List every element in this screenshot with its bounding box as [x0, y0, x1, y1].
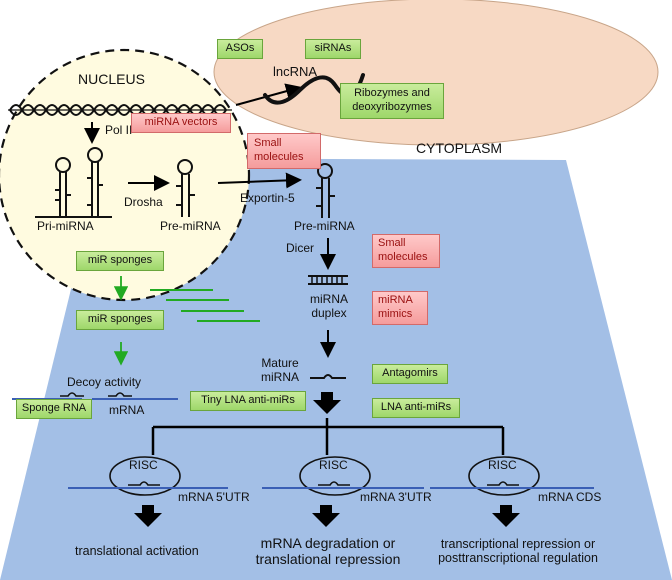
mirna-duplex-line-1: miRNA [310, 292, 348, 306]
mirna-mimics-line-1: miRNA [378, 294, 413, 307]
mirna-mimics-box: miRNA mimics [372, 291, 428, 325]
nucleus-title: NUCLEUS [78, 71, 145, 87]
outcome-3-line-2: posttranscriptional regulation [438, 551, 598, 566]
pre-mirna-cyto-label: Pre-miRNA [294, 219, 355, 233]
small-molecules-box-2: Small molecules [372, 234, 440, 268]
tiny-lna-box: Tiny LNA anti-miRs [190, 391, 306, 411]
risc-label-2: RISC [319, 458, 348, 472]
utr3-label: mRNA 3'UTR [360, 490, 432, 504]
mature-mirna-icon [310, 374, 346, 379]
risc-label-1: RISC [129, 458, 158, 472]
mirna-mimics-line-2: mimics [378, 308, 413, 320]
cytoplasm-title: CYTOPLASM [416, 140, 503, 156]
outcome-2-line-2: translational repression [255, 551, 401, 568]
pri-mirna-hairpins [35, 147, 112, 218]
dna-helix [8, 104, 232, 116]
mirna-duplex-icon [308, 275, 348, 285]
pol2-label: Pol II [105, 123, 133, 137]
pre-mirna-nucleus-label: Pre-miRNA [160, 219, 221, 233]
exportin-arrow [217, 172, 302, 189]
antagomirs-box: Antagomirs [372, 364, 448, 384]
outcome-arrow-3 [492, 505, 520, 527]
decoy-mrna-label: mRNA [109, 403, 145, 417]
pre-mirna-nucleus-hairpin [176, 159, 195, 217]
risc-ellipse-2 [299, 456, 371, 496]
small-molecules-box-1: Small molecules [247, 133, 321, 169]
mir-sponges-box-2: miR sponges [76, 310, 164, 330]
outcome-2-label: mRNA degradation or translational repres… [238, 535, 418, 567]
pre-mirna-cyto-hairpin [316, 163, 335, 218]
risc-ellipse-1 [109, 456, 181, 496]
sponge-rna-box: Sponge RNA [16, 399, 92, 419]
mirna-vectors-box: miRNA vectors [131, 113, 231, 133]
asos-box: ASOs [217, 39, 263, 59]
sponge-strands [150, 289, 260, 322]
cds-label: mRNA CDS [538, 490, 602, 504]
big-down-arrow [313, 392, 341, 414]
sirnas-box: siRNAs [305, 39, 361, 59]
small-molecules-1-line-2: molecules [254, 151, 304, 163]
pri-mirna-label: Pri-miRNA [37, 219, 94, 233]
mirna-duplex-line-2: duplex [311, 305, 347, 320]
lna-box: LNA anti-miRs [372, 398, 460, 418]
mir-sponges-box-1: miR sponges [76, 251, 164, 271]
risc-ellipse-3 [468, 456, 540, 496]
outcome-arrow-1 [134, 505, 162, 527]
lncrna-label: lncRNA [273, 64, 318, 79]
utr5-label: mRNA 5'UTR [178, 490, 250, 504]
small-molecules-2-line-2: molecules [378, 251, 428, 263]
lncrna-region [213, 0, 659, 146]
outcome-2-line-1: mRNA degradation or [260, 535, 396, 551]
dicer-label: Dicer [286, 241, 315, 255]
mature-line-1: Mature [261, 356, 299, 370]
outcome-3-line-1: transcriptional repression or [440, 537, 596, 551]
ribozymes-line-2: deoxyribozymes [352, 101, 432, 113]
small-molecules-2-line-1: Small [378, 237, 406, 250]
mature-mirna-label: Mature miRNA [255, 356, 305, 385]
outcome-1-label: translational activation [75, 544, 199, 558]
drosha-label: Drosha [124, 195, 163, 209]
ribozymes-box: Ribozymes and deoxyribozymes [340, 83, 444, 119]
risc-bracket [151, 418, 505, 455]
outcome-3-label: transcriptional repression or posttransc… [428, 537, 608, 566]
small-molecules-1-line-1: Small [254, 137, 282, 150]
ribozymes-line-1: Ribozymes and [354, 87, 430, 100]
decoy-activity-label: Decoy activity [67, 375, 142, 389]
mirna-duplex-label: miRNA duplex [302, 292, 356, 321]
risc-label-3: RISC [488, 458, 517, 472]
outcome-arrow-2 [312, 505, 340, 527]
exportin-label: Exportin-5 [240, 191, 295, 205]
mature-line-2: miRNA [261, 369, 299, 384]
